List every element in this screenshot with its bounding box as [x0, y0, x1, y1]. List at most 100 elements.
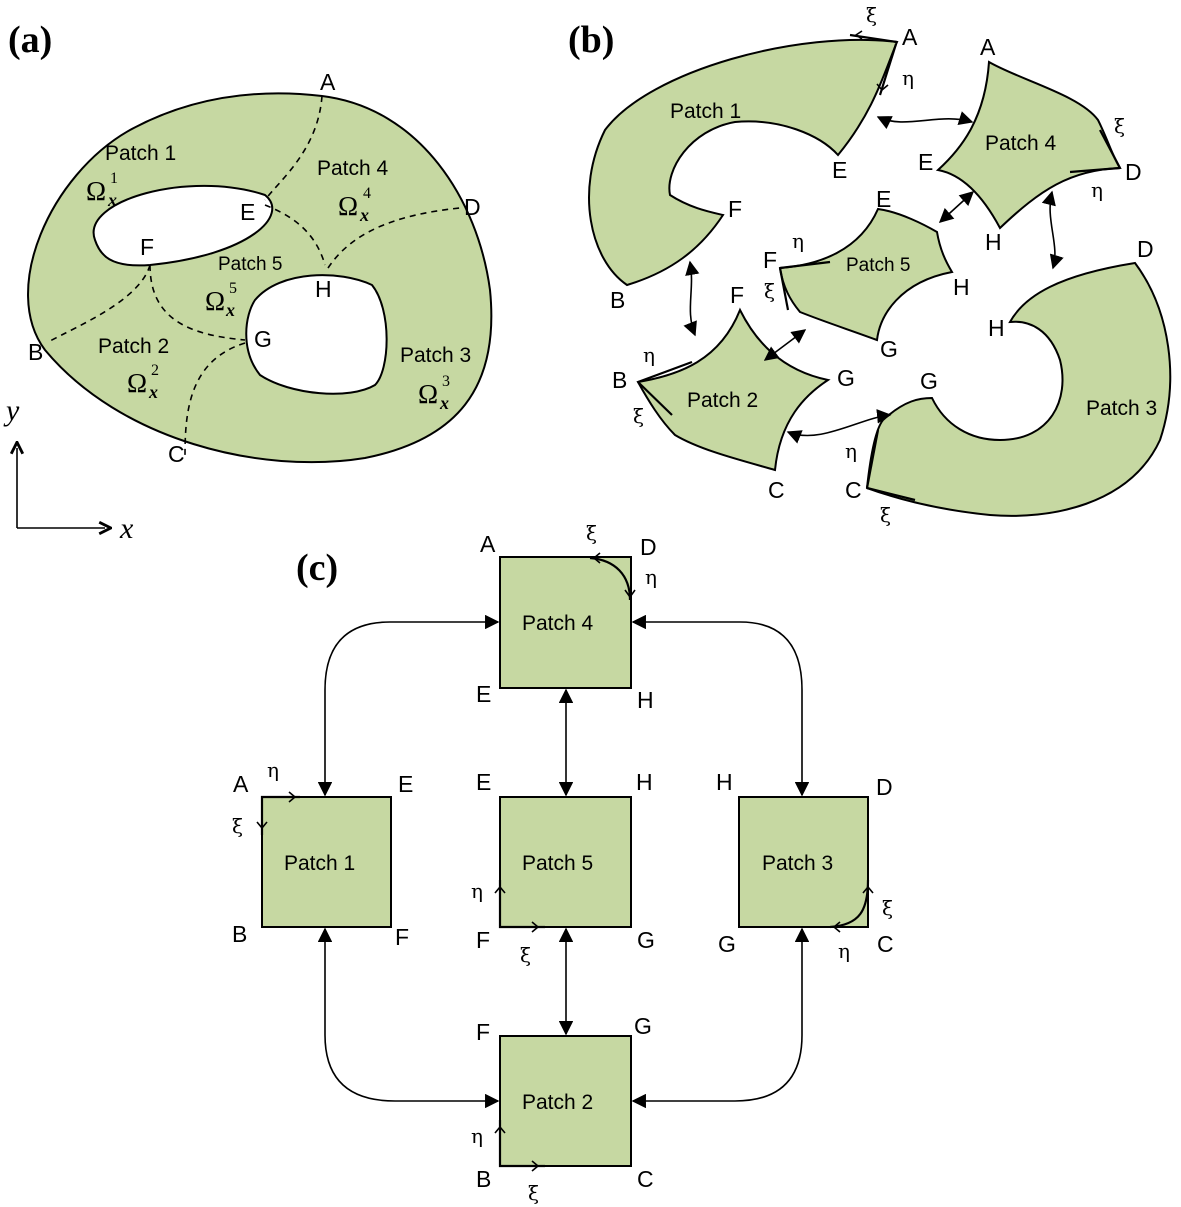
interface-E-H [264, 204, 326, 266]
conn-b-1-2 [683, 260, 700, 337]
orient-xi-b3 [866, 486, 916, 502]
point-E-c4: E [476, 681, 491, 707]
orient-c2 [498, 1120, 545, 1168]
omega-1: Ω x 1 [86, 170, 118, 210]
svg-text:Patch 1: Patch 1 [105, 142, 176, 165]
orient-c4 [589, 556, 632, 601]
point-F-b2: F [730, 282, 744, 308]
patch-3-shape-b [865, 261, 1172, 517]
patch-2-shape-b [636, 307, 831, 472]
svg-text:x: x [107, 190, 117, 210]
xi-c5: ξ [520, 943, 531, 967]
eta-c1: η [267, 758, 279, 782]
svg-text:Ω: Ω [127, 368, 147, 398]
svg-text:x: x [225, 300, 235, 320]
orient-c5-tick2 [531, 921, 540, 933]
conn-b-2-3 [786, 409, 892, 444]
orient-c1-tick1 [288, 791, 297, 803]
interface-F-B [47, 264, 151, 343]
point-G-c5: G [637, 927, 655, 953]
interface-H-D [327, 207, 461, 269]
patch-3-label-c: Patch 3 [762, 852, 833, 875]
orient-c5 [498, 880, 545, 929]
point-D-c3: D [876, 774, 893, 800]
omega-4: Ω x 4 [338, 185, 371, 225]
orient-eta-b4 [1069, 166, 1121, 174]
point-E-b5: E [876, 186, 891, 212]
point-C-b2: C [768, 477, 785, 503]
eta-b1: η [902, 66, 914, 90]
xi-c4: ξ [586, 521, 597, 545]
point-B-a: B [28, 339, 43, 365]
point-H-a: H [315, 276, 332, 302]
x-axis-label: x [119, 512, 134, 545]
orient-c2-tick1 [494, 1125, 506, 1134]
patch-1-shape-b [588, 38, 899, 287]
svg-text:1: 1 [110, 170, 118, 187]
point-A-c4: A [480, 531, 496, 557]
xi-b3: ξ [880, 503, 891, 527]
svg-text:3: 3 [442, 373, 450, 390]
svg-text:2: 2 [151, 362, 159, 379]
xi-b1: ξ [866, 3, 877, 27]
omega-5: Ω x 5 [205, 280, 237, 320]
point-A-b4: A [980, 34, 996, 60]
point-F-b5: F [763, 247, 777, 273]
conn-c-4-3 [631, 614, 810, 797]
point-H-c5: H [636, 769, 653, 795]
point-G-b3: G [920, 368, 938, 394]
point-A-a: A [320, 69, 336, 95]
orient-eta-b5 [779, 260, 831, 270]
eta-b2: η [643, 343, 655, 367]
orient-xi-b2 [637, 381, 673, 416]
eta-b4: η [1091, 178, 1103, 202]
orient-c4-tick2 [624, 589, 636, 599]
domain-shape [27, 92, 493, 464]
orient-xi-b4 [1099, 129, 1121, 169]
point-H-b5: H [953, 274, 970, 300]
patch-1-label-b: Patch 1 [670, 100, 741, 123]
point-B-c1: B [232, 921, 247, 947]
point-F-a: F [140, 234, 154, 260]
point-C-c3: C [877, 931, 894, 957]
conn-c-4-1 [317, 614, 500, 797]
patch-3-square [738, 796, 869, 928]
point-G-c3: G [718, 931, 736, 957]
svg-text:Ω: Ω [418, 379, 438, 409]
xi-c2: ξ [528, 1181, 539, 1205]
point-A-b1: A [902, 24, 918, 50]
point-F-c2: F [476, 1019, 490, 1045]
eta-c2: η [471, 1124, 483, 1148]
point-C-c2: C [637, 1166, 654, 1192]
patch-4-label-a: Patch 4 [317, 157, 389, 180]
point-F-c1: F [395, 924, 409, 950]
xi-b4: ξ [1114, 114, 1125, 138]
patch-1-label-a: Patch 1 [105, 142, 176, 165]
patch-4-label-b: Patch 4 [985, 132, 1057, 155]
point-C-b3: C [845, 477, 862, 503]
patch-5-square [499, 796, 632, 928]
point-F-c5: F [476, 927, 490, 953]
point-C-a: C [168, 441, 185, 467]
point-G-a: G [254, 326, 272, 352]
eta-b3: η [845, 439, 857, 463]
patch-4-square [499, 556, 632, 689]
patch-5-label-c: Patch 5 [522, 852, 593, 875]
svg-text:Ω: Ω [86, 176, 106, 206]
patch-4-label-c: Patch 4 [522, 612, 594, 635]
svg-text:Ω: Ω [205, 286, 225, 316]
point-E-c1: E [398, 771, 413, 797]
panel-label-a: (a) [8, 19, 52, 61]
point-G-b2: G [837, 365, 855, 391]
point-D-c4: D [640, 534, 657, 560]
point-H-b4: H [985, 229, 1002, 255]
conn-b-1-4 [876, 111, 974, 130]
patch-3-label-b: Patch 3 [1086, 397, 1157, 420]
point-E-a: E [240, 199, 255, 225]
point-B-b2: B [612, 367, 627, 393]
patch-2-label-a: Patch 2 [98, 335, 169, 358]
conn-c-1-2 [317, 927, 500, 1109]
conn-b-4-3 [1041, 190, 1064, 270]
orient-c3-tick1 [862, 885, 874, 894]
svg-text:x: x [359, 205, 369, 225]
